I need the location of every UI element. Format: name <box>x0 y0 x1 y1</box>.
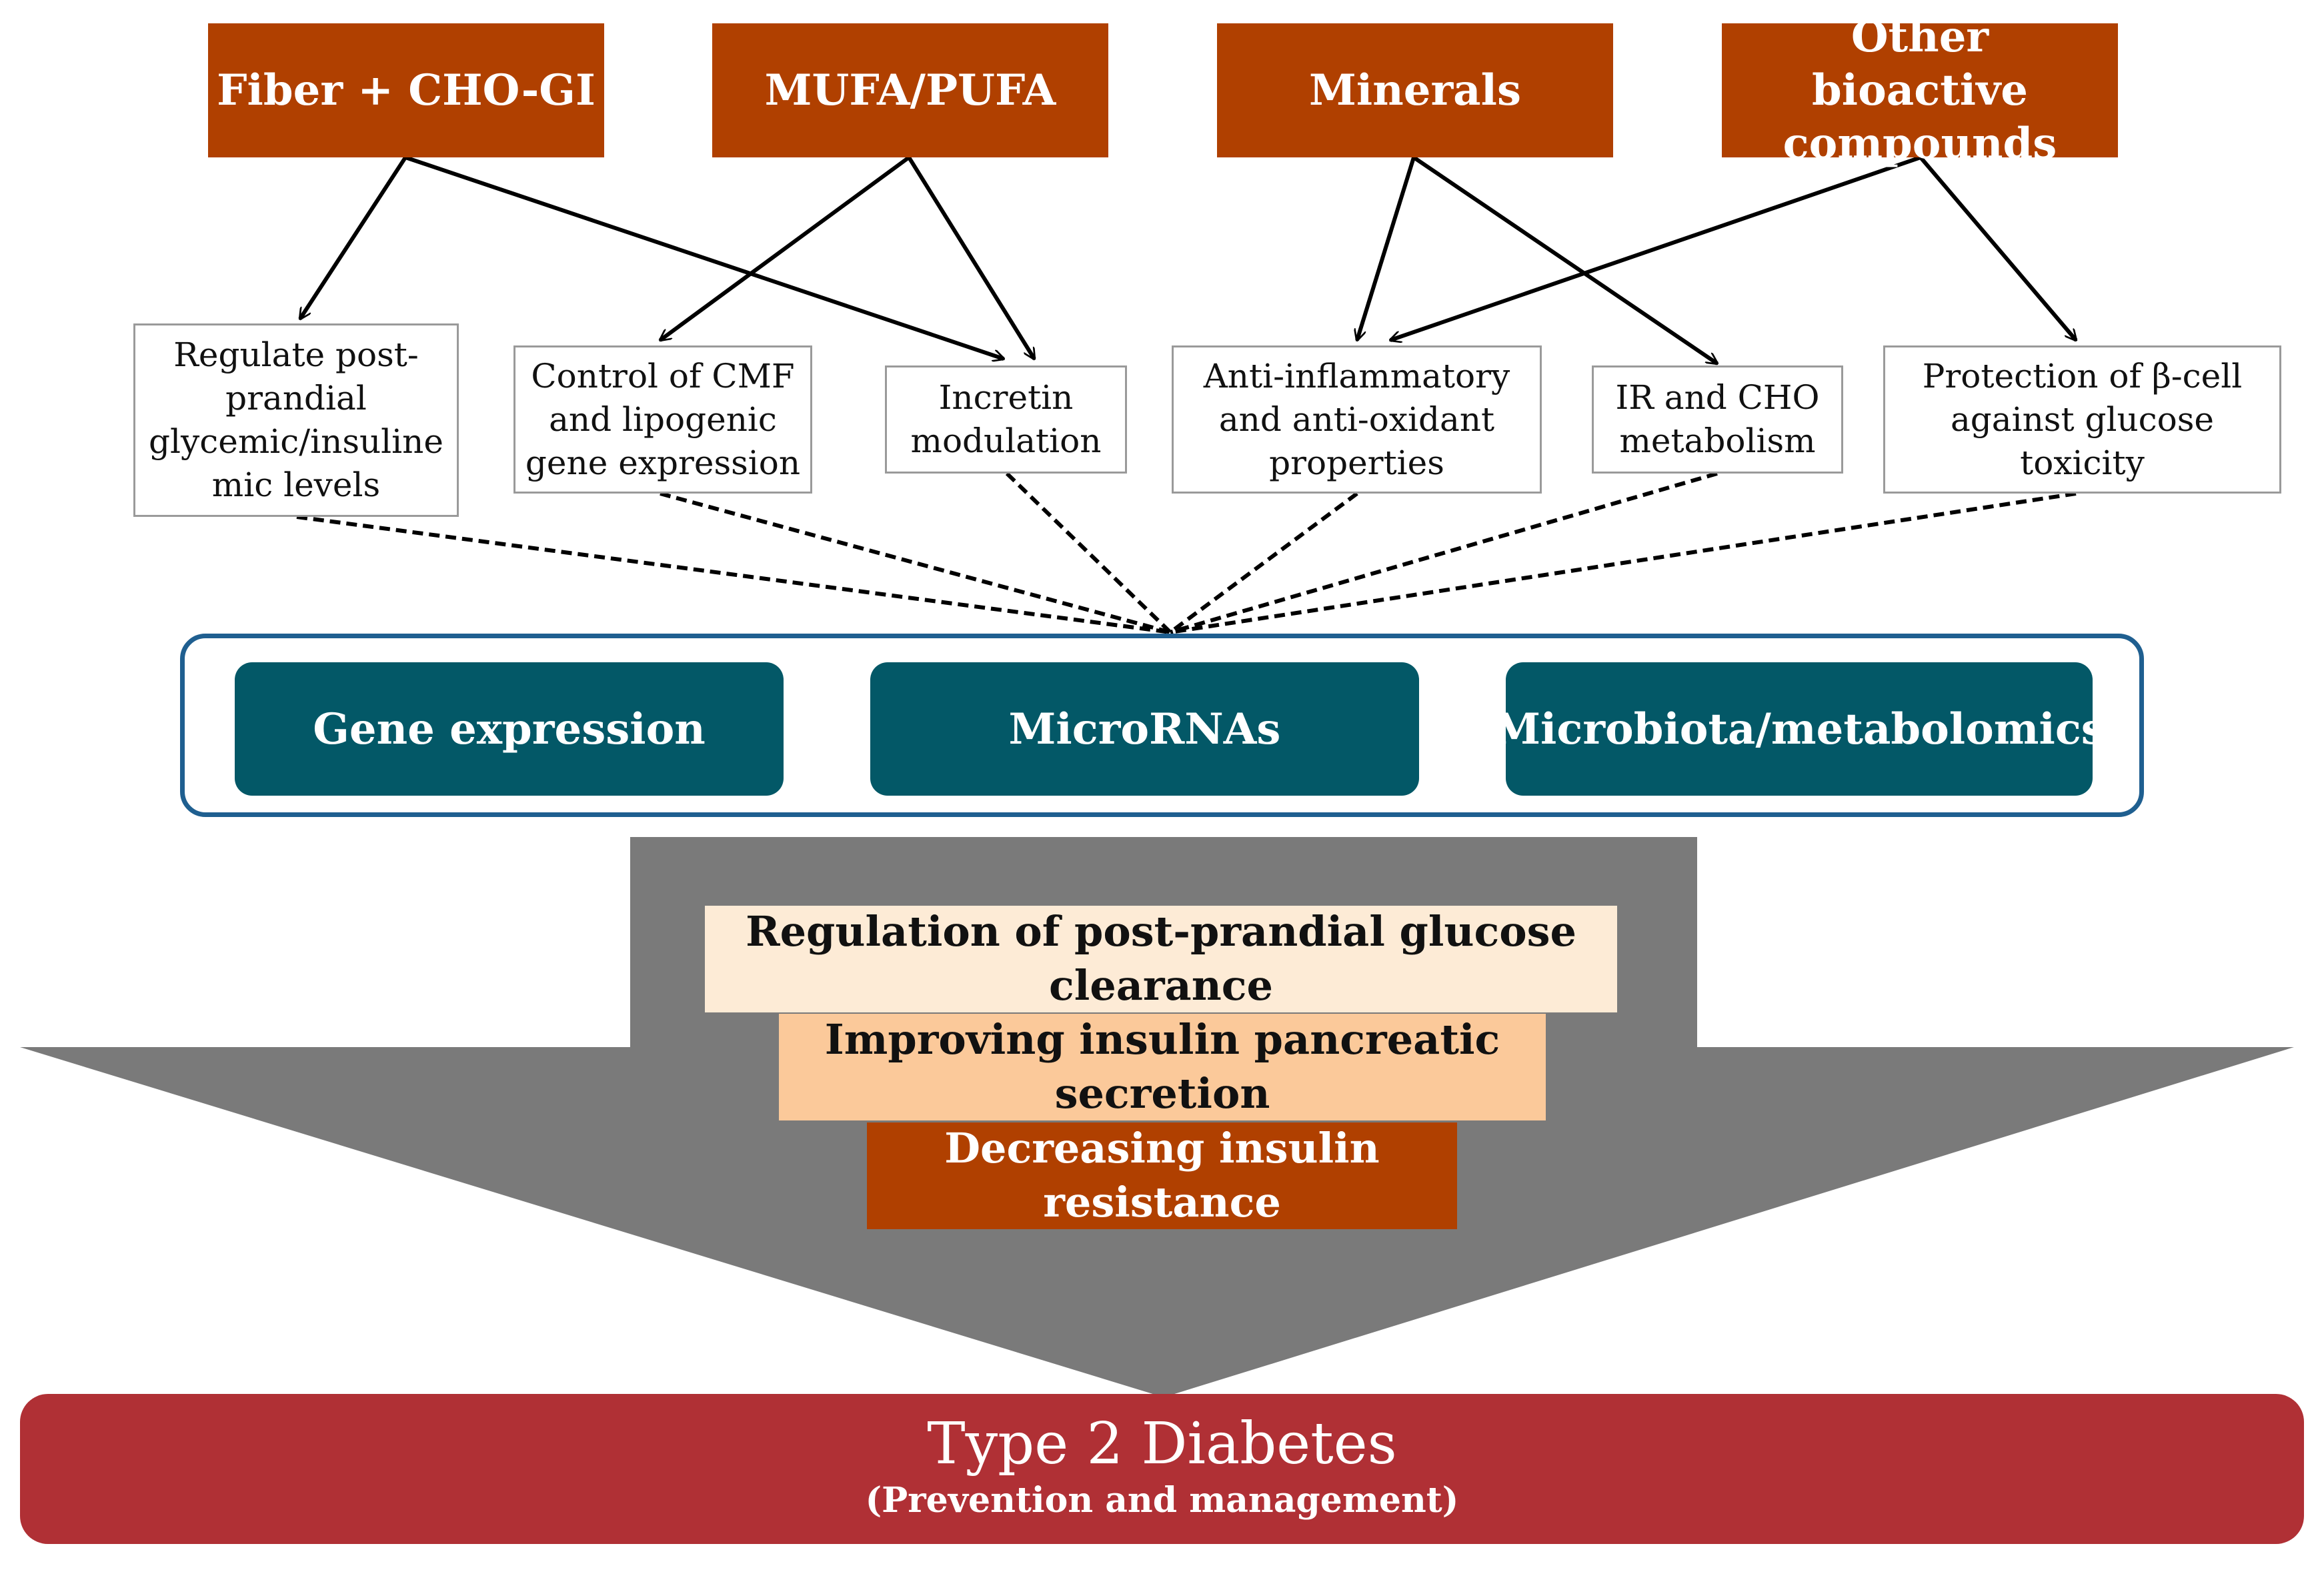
result-type2-diabetes: Type 2 Diabetes (Prevention and manageme… <box>20 1394 2304 1544</box>
arrow-mufa-to-cmf <box>660 155 910 340</box>
arrow-fiber-to-incretin <box>405 155 1004 359</box>
omics-gene-expression: Gene expression <box>235 662 784 796</box>
effect-antiinflammatory-label: Anti-inflammatory and anti-oxidant prope… <box>1203 356 1510 482</box>
outcome-glucose-clearance-label: Regulation of post-prandial glucose clea… <box>746 907 1576 1010</box>
omics-micrornas: MicroRNAs <box>870 662 1419 796</box>
source-other-bioactive: Other bioactive compounds <box>1722 12 2118 169</box>
effect-beta-cell: Protection of β-cell against glucose tox… <box>1883 345 2281 494</box>
outcome-insulin-resistance-label: Decreasing insulin resistance <box>944 1124 1380 1227</box>
source-minerals-label: Minerals <box>1309 65 1521 115</box>
source-mufa-pufa: MUFA/PUFA <box>712 23 1108 157</box>
dashed-betacell-to-omics <box>1170 492 2077 634</box>
dashed-antiinflam-to-omics <box>1169 492 1358 634</box>
arrow-other-to-betacell <box>1919 156 2076 340</box>
effect-cmf: Control of CMF and lipogenic gene expres… <box>513 345 812 494</box>
effect-beta-cell-label: Protection of β-cell against glucose tox… <box>1922 356 2243 482</box>
arrow-minerals-to-antiinflam <box>1357 157 1416 340</box>
arrow-minerals-to-ir <box>1412 155 1717 363</box>
source-minerals: Minerals <box>1217 23 1613 157</box>
effect-cmf-label: Control of CMF and lipogenic gene expres… <box>525 356 801 482</box>
dashed-incretin-to-omics <box>1005 472 1172 634</box>
omics-micrornas-label: MicroRNAs <box>1008 704 1281 754</box>
effect-glycemic: Regulate post- prandial glycemic/insulin… <box>133 323 459 517</box>
outcome-insulin-secretion: Improving insulin pancreatic secretion <box>779 1014 1546 1120</box>
outcome-insulin-secretion-label: Improving insulin pancreatic secretion <box>824 1015 1500 1118</box>
source-other-bioactive-label: Other bioactive compounds <box>1783 11 2057 169</box>
source-fiber-label: Fiber + CHO-GI <box>217 65 596 115</box>
dashed-ir-to-omics <box>1170 472 1718 634</box>
source-mufa-pufa-label: MUFA/PUFA <box>764 65 1056 115</box>
effect-incretin: Incretin modulation <box>885 365 1127 474</box>
effect-glycemic-label: Regulate post- prandial glycemic/insulin… <box>149 335 443 504</box>
dashed-glycemic-to-omics <box>296 515 1171 634</box>
arrow-fiber-to-glycemic <box>300 156 407 319</box>
effect-incretin-label: Incretin modulation <box>910 378 1102 460</box>
outcome-glucose-clearance: Regulation of post-prandial glucose clea… <box>705 906 1617 1012</box>
effect-ir-cho: IR and CHO metabolism <box>1592 365 1843 474</box>
arrow-mufa-to-incretin <box>907 156 1036 359</box>
result-title: Type 2 Diabetes <box>927 1411 1397 1477</box>
arrow-other-to-antiinflam <box>1390 155 1921 340</box>
omics-microbiota-label: Microbiota/metabolomics <box>1493 704 2105 754</box>
effect-antiinflammatory: Anti-inflammatory and anti-oxidant prope… <box>1172 345 1542 494</box>
dashed-cmf-to-omics <box>660 492 1171 634</box>
source-fiber: Fiber + CHO-GI <box>208 23 604 157</box>
outcome-insulin-resistance: Decreasing insulin resistance <box>867 1122 1457 1229</box>
omics-gene-expression-label: Gene expression <box>313 704 706 754</box>
effect-ir-cho-label: IR and CHO metabolism <box>1615 378 1820 460</box>
omics-microbiota: Microbiota/metabolomics <box>1493 662 2105 796</box>
result-subtitle: (Prevention and management) <box>865 1479 1459 1521</box>
